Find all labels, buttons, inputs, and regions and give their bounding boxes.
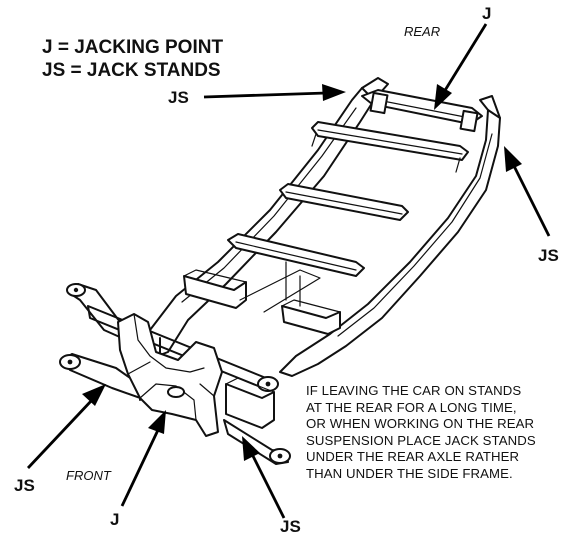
note-line: AT THE REAR FOR A LONG TIME,: [306, 399, 517, 415]
arrow-js-front-right: [242, 436, 286, 519]
note-line: OR WHEN WORKING ON THE REAR: [306, 416, 535, 432]
arrow-js-rear-left: [203, 84, 346, 101]
arrow-j-rear: [434, 23, 488, 110]
arrow-js-front-left: [26, 384, 106, 469]
note-line: SUSPENSION PLACE JACK STANDS: [306, 432, 536, 448]
direction-label-rear: REAR: [404, 24, 441, 39]
label-js-rear-left: JS: [168, 88, 189, 107]
lower-crossmember: [227, 233, 365, 277]
legend-jack-stands: JS = JACK STANDS: [42, 60, 221, 81]
label-j-rear: J: [482, 4, 492, 23]
note-line: THAN UNDER THE SIDE FRAME.: [306, 465, 513, 481]
label-j-front: J: [110, 510, 120, 529]
label-js-rear-right: JS: [538, 246, 559, 265]
note-line: UNDER THE REAR AXLE RATHER: [306, 449, 520, 465]
label-js-front-right: JS: [280, 517, 301, 536]
arrow-js-rear-right: [504, 146, 551, 237]
front-crossmember-casting: [117, 313, 275, 437]
direction-label-front: FRONT: [66, 468, 111, 483]
upper-crossmember: [311, 121, 469, 173]
floor-brackets: [183, 261, 341, 335]
middle-crossmember: [279, 183, 409, 221]
right-side-rail: [279, 95, 501, 377]
arrow-j-front: [120, 410, 166, 507]
jack-stand-note: IF LEAVING THE CAR ON STANDS AT THE REAR…: [306, 383, 536, 483]
label-js-front-left: JS: [14, 476, 35, 495]
note-line: IF LEAVING THE CAR ON STANDS: [306, 383, 522, 398]
legend-jacking-point: J = JACKING POINT: [42, 37, 224, 58]
rear-crossmember: [361, 89, 483, 133]
